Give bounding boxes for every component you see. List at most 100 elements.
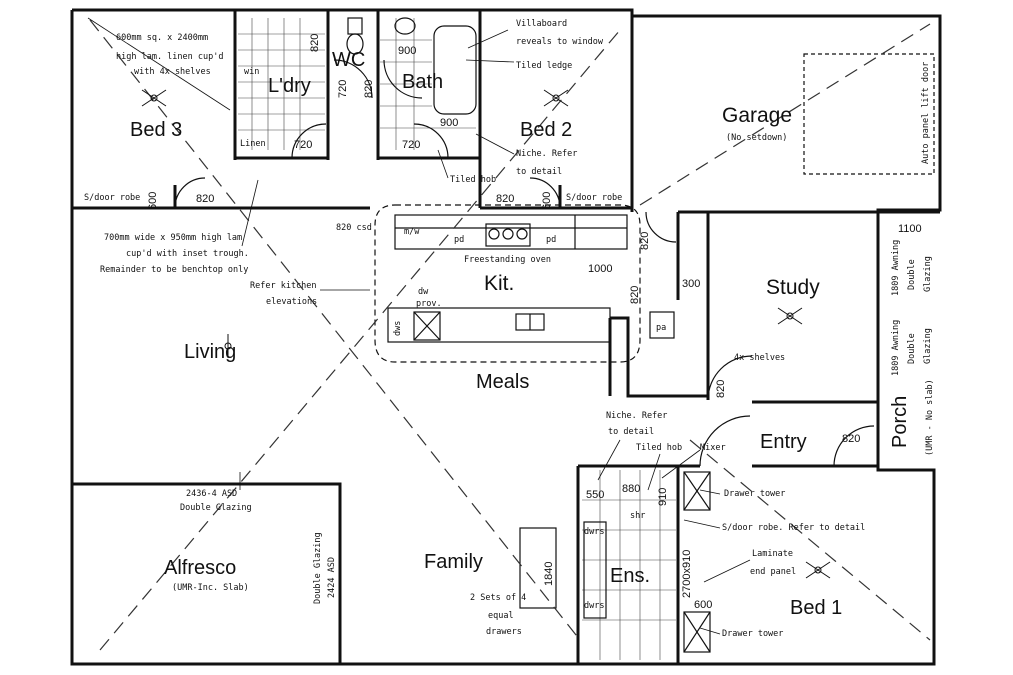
note-csd: 820 csd xyxy=(336,223,372,233)
leader-lines xyxy=(87,17,751,635)
note-dwrs-1: dwrs xyxy=(584,527,604,537)
dim-820-bed2: 820 xyxy=(496,193,514,205)
room-ensuite: Ens. xyxy=(610,565,650,587)
note-win: win xyxy=(244,67,259,77)
dim-720-laundry: 720 xyxy=(294,139,312,151)
dim-600-robe-bed2: 600 xyxy=(541,192,553,210)
pantry-outline xyxy=(610,316,708,398)
note-drawers-2: equal xyxy=(488,611,514,621)
ceiling-fan-icons xyxy=(141,89,831,579)
room-study: Study xyxy=(766,276,820,299)
note-pd-1: pd xyxy=(454,235,464,245)
room-garage: Garage xyxy=(722,104,792,127)
note-niche-refer-2: to detail xyxy=(608,427,654,437)
note-auto-door: Auto panel lift door xyxy=(921,62,931,164)
dim-550: 550 xyxy=(586,489,604,501)
note-dws: dws xyxy=(393,321,403,336)
note-freestanding-oven: Freestanding oven xyxy=(464,255,551,265)
note-niche-2: to detail xyxy=(516,167,562,177)
note-drawer-tower-2: Drawer tower xyxy=(722,629,783,639)
dim-820-study: 820 xyxy=(715,380,727,398)
rear-bench xyxy=(394,214,628,250)
note-insert-3: Remainder to be benchtop only xyxy=(100,265,248,275)
note-asd-2: Double Glazing xyxy=(180,503,252,513)
room-bed3: Bed 3 xyxy=(130,119,182,141)
note-refer-kitchen-2: elevations xyxy=(266,297,317,307)
dim-820-laundry: 820 xyxy=(309,34,321,52)
family-drawer-box xyxy=(519,527,557,609)
note-niche-1: Niche. Refer xyxy=(516,149,577,159)
note-drawers-3: drawers xyxy=(486,627,522,637)
room-living: Living xyxy=(184,341,236,363)
room-wc: WC xyxy=(332,49,365,71)
note-dw-prov-1: dw xyxy=(418,287,429,297)
room-family: Family xyxy=(424,551,483,573)
room-entry: Entry xyxy=(760,431,807,453)
room-bed2: Bed 2 xyxy=(520,119,572,141)
dimension-labels: 820 720 820 900 720 720 900 600 820 820 … xyxy=(147,34,922,611)
dim-900-shower: 900 xyxy=(440,117,458,129)
dim-910: 910 xyxy=(657,488,669,506)
note-dw-prov-2: prov. xyxy=(416,299,442,309)
dim-720-wc: 720 xyxy=(337,80,349,98)
note-linen-2: high lam. linen cup'd xyxy=(116,52,223,62)
dim-1000: 1000 xyxy=(588,263,612,275)
room-garage-sub: (No setdown) xyxy=(726,133,787,143)
dim-600-robe: 600 xyxy=(147,192,159,210)
dim-1840: 1840 xyxy=(543,562,555,586)
note-linen-3: with 4x shelves xyxy=(134,67,211,77)
dim-820-entry: 820 xyxy=(842,433,860,445)
dim-600-bed1: 600 xyxy=(694,599,712,611)
room-alfresco-sub: (UMR-Inc. Slab) xyxy=(172,583,249,593)
room-kitchen: Kit. xyxy=(484,272,514,295)
note-sdoor-robe-bed3: S/door robe xyxy=(84,193,140,203)
note-tiled-ledge: Tiled ledge xyxy=(516,61,572,71)
note-refer-kitchen-1: Refer kitchen xyxy=(250,281,317,291)
dim-820-wc: 820 xyxy=(363,80,375,98)
bath-tub xyxy=(433,25,477,115)
room-porch: Porch xyxy=(889,396,911,448)
note-sdoor-robe-bed2: S/door robe xyxy=(566,193,622,203)
dim-820-bed3: 820 xyxy=(196,193,214,205)
note-linen: Linen xyxy=(240,139,266,149)
ceiling-fan-icon xyxy=(805,561,831,579)
note-niche-refer-1: Niche. Refer xyxy=(606,411,667,421)
note-drawers-1: 2 Sets of 4 xyxy=(470,593,526,603)
note-drawer-tower: Drawer tower xyxy=(724,489,785,499)
note-shelves: 4x shelves xyxy=(734,353,785,363)
alfresco-wall xyxy=(72,482,342,664)
light-icon xyxy=(224,334,232,358)
note-mixer: Mixer xyxy=(700,443,726,453)
dim-820-pantry: 820 xyxy=(639,232,651,250)
note-sdoor-robe-refer: S/door robe. Refer to detail xyxy=(722,523,865,533)
room-alfresco: Alfresco xyxy=(164,557,236,579)
note-laminate-1: Laminate xyxy=(752,549,793,559)
note-insert-1: 700mm wide x 950mm high lam xyxy=(104,233,242,243)
ceiling-fan-icon xyxy=(543,89,569,107)
note-awning-5: Double xyxy=(907,333,917,364)
note-asd-1: 2436-4 ASD xyxy=(186,489,237,499)
note-pa: pa xyxy=(656,323,666,333)
note-linen-1: 600mm sq. x 2400mm xyxy=(116,33,208,43)
slab-diagonals xyxy=(89,19,931,651)
note-villaboard-1: Villaboard xyxy=(516,19,567,29)
note-insert-2: cup'd with inset trough. xyxy=(126,249,249,259)
note-dg-asd-2: 2424 ASD xyxy=(327,557,337,598)
note-villaboard-2: reveals to window xyxy=(516,37,604,47)
garage-door-outline xyxy=(803,53,935,175)
note-mw: m/w xyxy=(404,227,420,237)
room-labels: Bed 3 L'dry WC Bath Bed 2 Garage (No set… xyxy=(130,49,935,619)
ceiling-fan-icon xyxy=(141,89,167,107)
note-awning-1: 1809 Awning xyxy=(891,240,901,296)
fixtures xyxy=(174,17,935,660)
room-bed1: Bed 1 xyxy=(790,597,842,619)
annotations: 600mm sq. x 2400mm high lam. linen cup'd… xyxy=(84,19,933,639)
ceiling-fan-icon xyxy=(777,307,803,325)
room-laundry: L'dry xyxy=(268,75,311,97)
note-dg-asd-1: Double Glazing xyxy=(313,532,323,604)
note-tiled-hob-2: Tiled hob xyxy=(636,443,682,453)
note-awning-3: Glazing xyxy=(923,256,933,292)
note-awning-2: Double xyxy=(907,259,917,290)
note-laminate-2: end panel xyxy=(750,567,796,577)
room-porch-sub: (UMR - No slab) xyxy=(925,379,935,456)
